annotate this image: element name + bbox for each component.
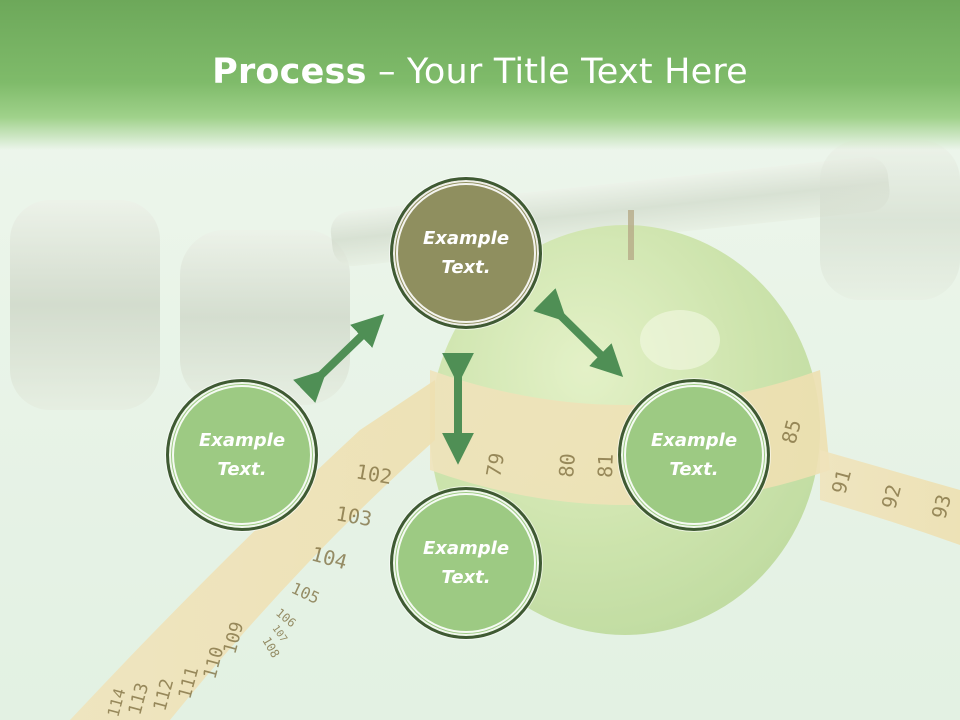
node-label: Example Text.	[198, 430, 286, 480]
title-bold: Process	[212, 52, 367, 92]
double-arrow-icon	[293, 314, 385, 403]
node-inner-ring	[396, 493, 536, 633]
tape-number: 80	[554, 452, 580, 478]
title-band	[0, 0, 960, 150]
node-inner-ring	[172, 385, 312, 525]
node-label: Example Text.	[422, 228, 510, 278]
process-node-bottom[interactable]: Example Text.	[390, 487, 542, 639]
node-inner-ring	[396, 183, 536, 323]
process-node-top[interactable]: Example Text.	[390, 177, 542, 329]
process-node-right[interactable]: Example Text.	[618, 379, 770, 531]
node-inner-ring	[624, 385, 764, 525]
double-arrow-icon	[533, 288, 624, 377]
slide-title[interactable]: Process – Your Title Text Here	[0, 52, 960, 92]
title-rest: – Your Title Text Here	[366, 52, 748, 92]
tape-number: 79	[481, 451, 509, 479]
node-label: Example Text.	[650, 430, 738, 480]
process-node-left[interactable]: Example Text.	[166, 379, 318, 531]
tape-number: 81	[593, 453, 618, 478]
node-label: Example Text.	[422, 538, 510, 588]
